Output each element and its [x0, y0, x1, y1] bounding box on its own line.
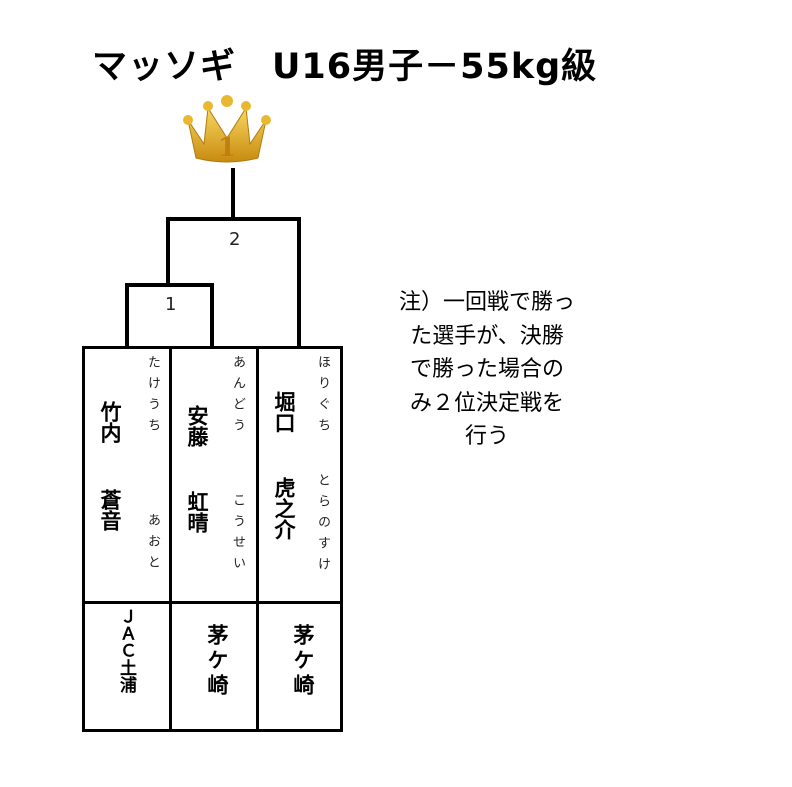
team-cell-2: 茅ケ崎 — [169, 601, 259, 732]
match-label-1: 1 — [165, 294, 177, 315]
team-name: 茅ケ崎 — [205, 624, 229, 699]
player-given-name: 虹晴 — [185, 491, 209, 533]
final-left-leg — [166, 217, 170, 286]
player-cell-1: 竹内 蒼音 たけうち あおと — [82, 346, 172, 604]
player-family-kana: あんどう — [230, 355, 245, 439]
player-given-kana: あおと — [145, 513, 160, 576]
note-line: み２位決定戦を — [409, 390, 564, 416]
semi-bar — [125, 283, 214, 287]
team-cell-3: 茅ケ崎 — [256, 601, 343, 732]
player-family-kana: ほりぐち — [315, 355, 330, 439]
player-given-name: 虎之介 — [272, 477, 296, 540]
note-line: 行う — [464, 424, 509, 449]
semi-right-leg — [210, 283, 214, 349]
player-given-kana: こうせい — [230, 493, 245, 577]
note-line: で勝った場合の — [409, 357, 564, 382]
crown-icon: 1 — [183, 95, 271, 163]
player-family-kana: たけうち — [145, 355, 160, 439]
final-bar — [166, 217, 301, 221]
note: 注）一回戦で勝っ た選手が、決勝 で勝った場合の み２位決定戦を 行う — [372, 286, 602, 454]
player-given-name: 蒼音 — [98, 489, 122, 531]
player-family-name: 安藤 — [185, 405, 209, 447]
player-family-name: 竹内 — [98, 401, 122, 443]
team-cell-1: ＪＡＣ土浦 — [82, 601, 172, 732]
team-name: 茅ケ崎 — [291, 624, 315, 699]
final-stem — [231, 168, 235, 220]
match-label-2: 2 — [229, 229, 241, 250]
player-cell-2: 安藤 虹晴 あんどう こうせい — [169, 346, 259, 604]
player-cell-3: 堀口 虎之介 ほりぐち とらのすけ — [256, 346, 343, 604]
team-name: ＪＡＣ土浦 — [116, 608, 136, 693]
page-title: マッソギ U16男子－55kg級 — [92, 47, 598, 87]
player-given-kana: とらのすけ — [315, 473, 330, 578]
note-line: 注）一回戦で勝っ — [398, 290, 575, 315]
player-family-name: 堀口 — [272, 391, 296, 433]
crown-rank: 1 — [218, 133, 236, 163]
final-right-leg — [297, 217, 301, 349]
note-line: た選手が、決勝 — [410, 323, 564, 349]
semi-left-leg — [125, 283, 129, 349]
